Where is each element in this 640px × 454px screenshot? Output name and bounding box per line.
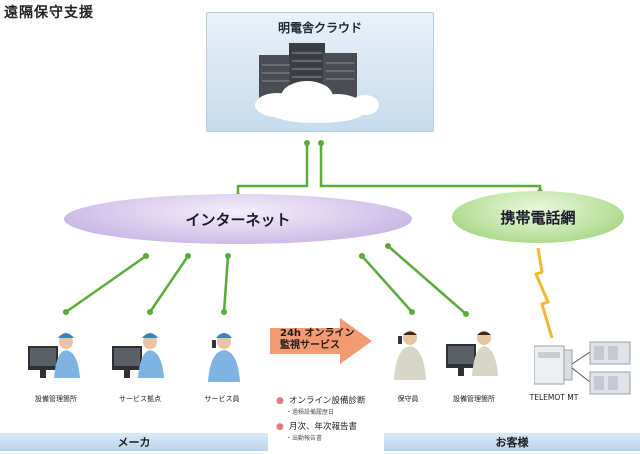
mobile-network-label: 携帯電話網 <box>500 208 576 227</box>
online-service-label: 24h オンライン 監視サービス <box>280 328 355 352</box>
mobile-network-node: 携帯電話網 <box>452 191 624 243</box>
maker-section-label: メーカ <box>117 436 151 449</box>
diagram-title: 遠隔保守支援 <box>4 5 94 21</box>
internet-node: インターネット <box>64 194 412 244</box>
service-item-name: 月次、年次報告書 <box>288 422 357 432</box>
server-cloud-icon <box>255 43 379 123</box>
online-service-line1: 24h オンライン <box>280 328 355 339</box>
line-internet-to-customer-2 <box>386 244 468 316</box>
customer-node-label: 保守員 <box>397 395 419 403</box>
person-at-computer-icon <box>446 331 498 376</box>
bullet-icon: ● <box>276 396 284 406</box>
person-on-phone-icon <box>208 333 240 382</box>
maker-node-label: サービス員 <box>204 395 240 403</box>
line-internet-to-maker-3 <box>222 254 230 314</box>
person-on-phone-icon <box>394 331 426 380</box>
line-internet-to-maker-1 <box>64 254 148 314</box>
service-arrow-icon <box>270 318 372 364</box>
service-item-name: オンライン設備診断 <box>288 396 366 406</box>
service-item: ● 月次、年次報告書 ・出動報告書 <box>276 414 357 442</box>
line-internet-to-customer-1 <box>360 254 414 314</box>
telemot-label: TELEMOT MT <box>529 393 579 402</box>
maker-node-label: サービス拠点 <box>119 395 161 403</box>
line-internet-to-maker-2 <box>148 254 190 314</box>
cloud-panel: 明電舎クラウド <box>206 12 434 132</box>
customer-section-bar: お客様 <box>384 433 640 451</box>
line-cloud-to-mobile <box>319 140 542 194</box>
wireless-link <box>534 247 554 339</box>
telemot-device-icon <box>534 341 631 395</box>
online-service-line2: 監視サービス <box>280 340 340 351</box>
customer-node-label: 設備管理箇所 <box>453 395 495 403</box>
person-at-computer-icon <box>28 333 80 378</box>
service-item-sub: ・出動報告書 <box>286 435 323 442</box>
service-item: ● オンライン設備診断 ・過積設備履歴日 <box>276 388 365 416</box>
bullet-icon: ● <box>276 422 284 432</box>
service-item-sub: ・過積設備履歴日 <box>286 409 335 416</box>
maker-section-bar: メーカ <box>0 433 268 451</box>
person-at-computer-icon <box>112 333 164 378</box>
cloud-label: 明電舎クラウド <box>277 21 362 35</box>
customer-section-label: お客様 <box>495 436 529 449</box>
internet-label: インターネット <box>185 210 291 229</box>
maker-node-label: 設備管理箇所 <box>35 395 77 403</box>
line-cloud-to-internet <box>236 140 309 198</box>
